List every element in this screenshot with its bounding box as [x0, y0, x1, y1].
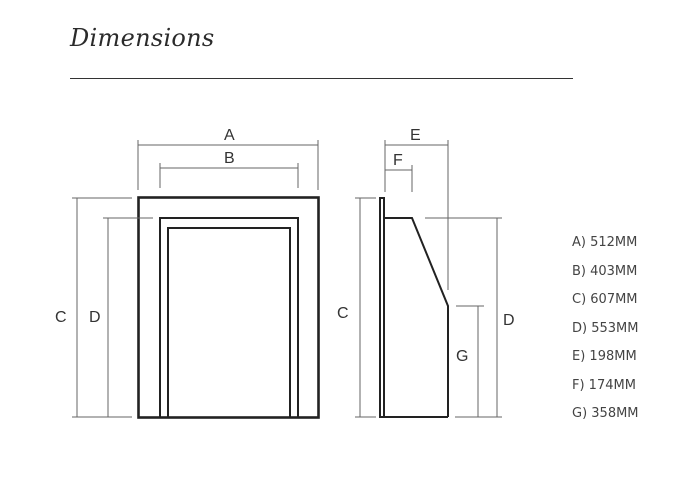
- side-back-plate: [379, 197, 385, 418]
- label-d-side: D: [503, 312, 515, 329]
- front-inner-opening: [159, 217, 299, 417]
- label-d-front: D: [89, 309, 101, 326]
- label-a: A: [224, 127, 235, 144]
- dimension-d-side: D: [425, 217, 515, 418]
- front-outer-frame: [137, 196, 320, 419]
- legend-item-d: D) 553MM: [572, 320, 639, 336]
- dimension-c-side: C: [337, 197, 376, 418]
- dimensions-legend: A) 512MM B) 403MM C) 607MM D) 553MM E) 1…: [572, 233, 639, 433]
- dimension-a: A: [137, 127, 319, 190]
- label-c-side: C: [337, 305, 349, 322]
- legend-item-g: G) 358MM: [572, 406, 639, 421]
- dimension-b: B: [159, 150, 299, 188]
- side-hood-profile: [384, 217, 449, 417]
- dimension-f: F: [385, 152, 413, 192]
- legend-item-e: E) 198MM: [572, 349, 637, 364]
- legend-item-f: F) 174MM: [572, 377, 636, 393]
- label-c-front: C: [55, 309, 67, 326]
- front-inner-panel: [167, 227, 291, 417]
- side-view: E F C D G: [337, 127, 515, 418]
- title-divider: [70, 78, 573, 79]
- legend-item-c: C) 607MM: [572, 292, 638, 307]
- dimension-c-front: C: [55, 197, 132, 418]
- label-g: G: [456, 348, 468, 365]
- dimension-g: G: [456, 305, 484, 417]
- legend-item-a: A) 512MM: [572, 235, 638, 250]
- page-title: Dimensions: [70, 24, 215, 52]
- label-e: E: [410, 127, 421, 144]
- label-b: B: [224, 150, 235, 167]
- label-f: F: [393, 152, 403, 169]
- dimension-e: E: [384, 127, 449, 290]
- legend-item-b: B) 403MM: [572, 263, 638, 279]
- dimension-d-front: D: [89, 217, 153, 417]
- front-view: A B C D: [55, 127, 320, 419]
